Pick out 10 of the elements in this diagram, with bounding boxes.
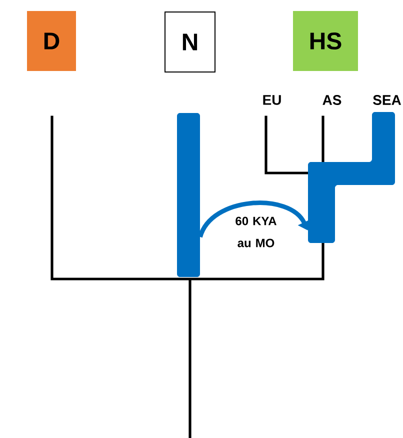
curved-arrow [198, 200, 310, 238]
edge-label: 60 KYA au MO [236, 216, 276, 248]
lineage-bar [177, 113, 200, 277]
branch-label: SEA [373, 95, 402, 105]
taxon-box: HS [293, 11, 358, 71]
lineage-bar [308, 112, 395, 243]
taxon-box: N [164, 12, 216, 72]
branch-label: AS [322, 95, 342, 105]
taxon-box: D [27, 11, 76, 71]
branch-label: EU [263, 95, 281, 105]
